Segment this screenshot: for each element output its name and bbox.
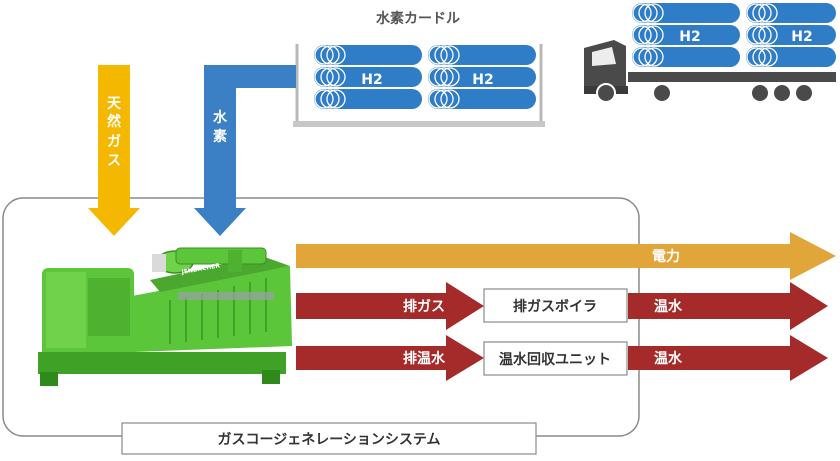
cylinder-end (314, 89, 334, 109)
hydrogen-char-2: 素 (213, 128, 227, 145)
truck-cylinder-label-left: H2 (679, 29, 700, 45)
cylinder-end (440, 89, 460, 109)
cylinder-end (434, 89, 454, 109)
cylinder-end (632, 25, 652, 45)
cylinder-row (746, 25, 836, 45)
exhaust-boiler-box (483, 288, 628, 323)
system-label: ガスコージェネレーションシステム (217, 432, 440, 448)
hot-water-arrow-2: 温水 (628, 335, 828, 381)
cylinder-end (326, 45, 346, 65)
hydrogen-char-1: 水 (213, 109, 228, 126)
cylinder-end (320, 45, 340, 65)
truck-cylinder-bundle-left (632, 3, 740, 67)
cylinder-end (632, 47, 652, 67)
exhaust-gas-arrow-shape (296, 282, 484, 330)
cylinder-end (758, 3, 778, 23)
cylinder-row (746, 3, 836, 23)
cylinder-row (632, 25, 740, 45)
hot-water-label-1: 温水 (654, 298, 683, 315)
cylinder-row (314, 45, 422, 65)
natural-gas-char-3: ガ (107, 134, 121, 150)
cylinder-end (758, 47, 778, 67)
cylinder-end (752, 47, 772, 67)
cylinder-end (746, 25, 766, 45)
hydrogen-truck: H2 H2 (584, 3, 836, 103)
hot-water-label-2: 温水 (654, 350, 683, 367)
cylinder-end (434, 67, 454, 87)
cylinder-end (434, 45, 454, 65)
exhaust-heat-arrow-shape (296, 335, 484, 381)
natural-gas-arrow-shape (88, 65, 140, 236)
cylinder-label-right: H2 (472, 72, 493, 88)
exhaust-boiler-label: 排ガスボイラ (513, 298, 597, 315)
cylinder-end (638, 47, 658, 67)
cylinder-end (644, 25, 664, 45)
cylinder-end (758, 25, 778, 45)
exhaust-gas-arrow: 排ガス (296, 282, 484, 330)
hydrogen-curdle-title: 水素カードル (376, 10, 460, 27)
natural-gas-char-4: ス (107, 153, 121, 169)
cylinder-end (746, 3, 766, 23)
cylinder-end (752, 25, 772, 45)
cylinder-end (440, 45, 460, 65)
cylinder-row (632, 3, 740, 23)
cylinder-end (326, 67, 346, 87)
cylinder-end (320, 67, 340, 87)
natural-gas-arrow: 天 然 ガ ス (88, 65, 140, 236)
cylinder-row (314, 67, 422, 87)
hot-water-arrow-1-shape (628, 282, 828, 330)
hot-water-arrow-1: 温水 (628, 282, 828, 330)
cylinder-end (638, 3, 658, 23)
cylinder-row (746, 47, 836, 67)
cylinder-end (314, 67, 334, 87)
cylinder-end (428, 67, 448, 87)
exhaust-heat-label: 排温水 (403, 350, 446, 367)
cylinder-end (752, 3, 772, 23)
truck-wheels (596, 83, 814, 103)
gas-engine-generator: JENBACHER (38, 247, 292, 386)
cylinder-row (428, 89, 536, 109)
exhaust-heat-arrow: 排温水 (296, 335, 484, 381)
electricity-arrow: 電力 (296, 232, 836, 280)
electricity-label: 電力 (652, 248, 680, 265)
truck-cylinder-label-right: H2 (791, 29, 812, 45)
truck-cylinder-bundle-right (746, 3, 836, 67)
hot-water-recovery-label: 温水回収ユニット (499, 351, 611, 368)
cylinder-end (428, 89, 448, 109)
cylinder-end (644, 47, 664, 67)
exhaust-gas-label: 排ガス (403, 298, 445, 315)
hydrogen-arrow: 水 素 (194, 65, 296, 236)
hydrogen-arrow-shape (194, 65, 296, 236)
cylinder-end (746, 47, 766, 67)
cylinder-end (428, 45, 448, 65)
truck-trailer-bed (628, 72, 836, 82)
cylinder-end (644, 3, 664, 23)
system-label-box (121, 422, 537, 455)
cylinder-row (428, 45, 536, 65)
cylinder-row (314, 89, 422, 109)
hot-water-arrow-2-shape (628, 335, 828, 381)
cylinder-bundle-left (314, 45, 422, 109)
cylinder-end (440, 67, 460, 87)
cylinder-end (638, 25, 658, 45)
hydrogen-curdle: 水素カードル H2 H2 (293, 10, 545, 127)
cylinder-label-left: H2 (361, 72, 382, 88)
cylinder-end (320, 89, 340, 109)
electricity-arrow-shape (296, 232, 836, 280)
cylinder-end (314, 45, 334, 65)
cylinder-row (428, 67, 536, 87)
cylinder-end (632, 3, 652, 23)
cylinder-row (632, 47, 740, 67)
cylinder-bundle-right (428, 45, 536, 109)
natural-gas-char-2: 然 (107, 113, 121, 130)
hot-water-recovery-box (483, 341, 628, 376)
natural-gas-char-1: 天 (107, 96, 122, 112)
cylinder-end (326, 89, 346, 109)
